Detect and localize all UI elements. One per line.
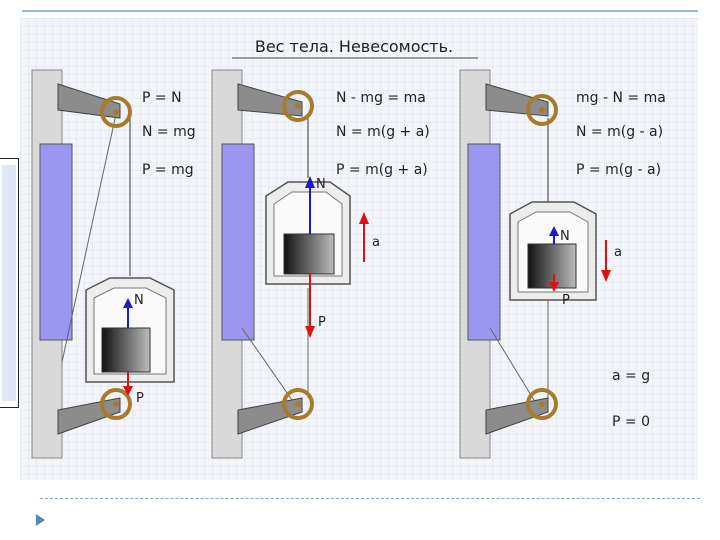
equation-2: N = m(g + a) (336, 124, 430, 140)
side-panel-fill (2, 165, 16, 401)
weight-head (549, 282, 559, 292)
side-panel-frame (0, 158, 19, 408)
panel-rest: N P P = N N = mg P = mg (31, 69, 196, 459)
lower-pulley-hub (113, 401, 119, 407)
lower-pulley (100, 388, 132, 420)
zero-weight-result: P = 0 (612, 414, 650, 430)
acceleration-label: a (372, 235, 380, 250)
upper-pulley (526, 94, 558, 126)
diagonal-cable (489, 327, 535, 401)
shaft-window (39, 143, 73, 341)
slide-bullet-marker (36, 514, 45, 526)
free-fall-condition: a = g (612, 368, 650, 384)
lower-pulley (282, 388, 314, 420)
upper-bracket (57, 83, 121, 119)
lower-bracket (57, 397, 121, 435)
equation-1: mg - N = ma (576, 90, 666, 106)
mass-block (283, 233, 335, 275)
normal-force-head (123, 298, 133, 308)
mass-block (101, 327, 151, 373)
acceleration-label: a (614, 245, 622, 260)
lower-pulley-hub (295, 401, 301, 407)
panel-accelerating-down: N P a mg - N = ma N = m(g - a) P = m(g -… (459, 69, 666, 459)
normal-force-head (305, 176, 315, 188)
lower-pulley (526, 388, 558, 420)
shaft-window (467, 143, 501, 341)
normal-force-label: N (560, 229, 570, 244)
panel-accelerating-up: N P a N - mg = ma N = m(g + a) P = m(g +… (211, 69, 430, 459)
equation-3: P = m(g - a) (576, 162, 661, 178)
equation-3: P = m(g + a) (336, 162, 428, 178)
weight-label: P (562, 293, 570, 308)
diagram-title: Вес тела. Невесомость. (255, 37, 453, 56)
equation-3: P = mg (142, 162, 194, 178)
mass-block (527, 243, 577, 289)
counter-cable (61, 113, 117, 363)
normal-force-label: N (316, 177, 326, 192)
lower-pulley-hub (539, 401, 545, 407)
weight-head (305, 326, 315, 338)
diagonal-cable (241, 327, 293, 401)
elevator-weight-diagram: Вес тела. Невесомость. N P P = N N = mg … (20, 18, 698, 480)
equation-2: N = mg (142, 124, 196, 140)
acceleration-head (601, 270, 611, 282)
upper-pulley-hub (113, 109, 119, 115)
weight-label: P (136, 391, 144, 406)
upper-pulley (282, 90, 314, 122)
upper-pulley-hub (295, 103, 301, 109)
equation-1: P = N (142, 90, 182, 106)
weight-head (123, 386, 133, 396)
equation-1: N - mg = ma (336, 90, 426, 106)
normal-force-label: N (134, 293, 144, 308)
shaft-window (221, 143, 255, 341)
upper-pulley-hub (539, 107, 545, 113)
acceleration-head (359, 212, 369, 224)
upper-bracket (485, 83, 549, 117)
slide-top-rule (22, 10, 698, 12)
equation-2: N = m(g - a) (576, 124, 663, 140)
slide-bottom-rule (40, 498, 700, 499)
normal-force-head (549, 226, 559, 236)
upper-pulley (100, 96, 132, 128)
weight-label: P (318, 315, 326, 330)
